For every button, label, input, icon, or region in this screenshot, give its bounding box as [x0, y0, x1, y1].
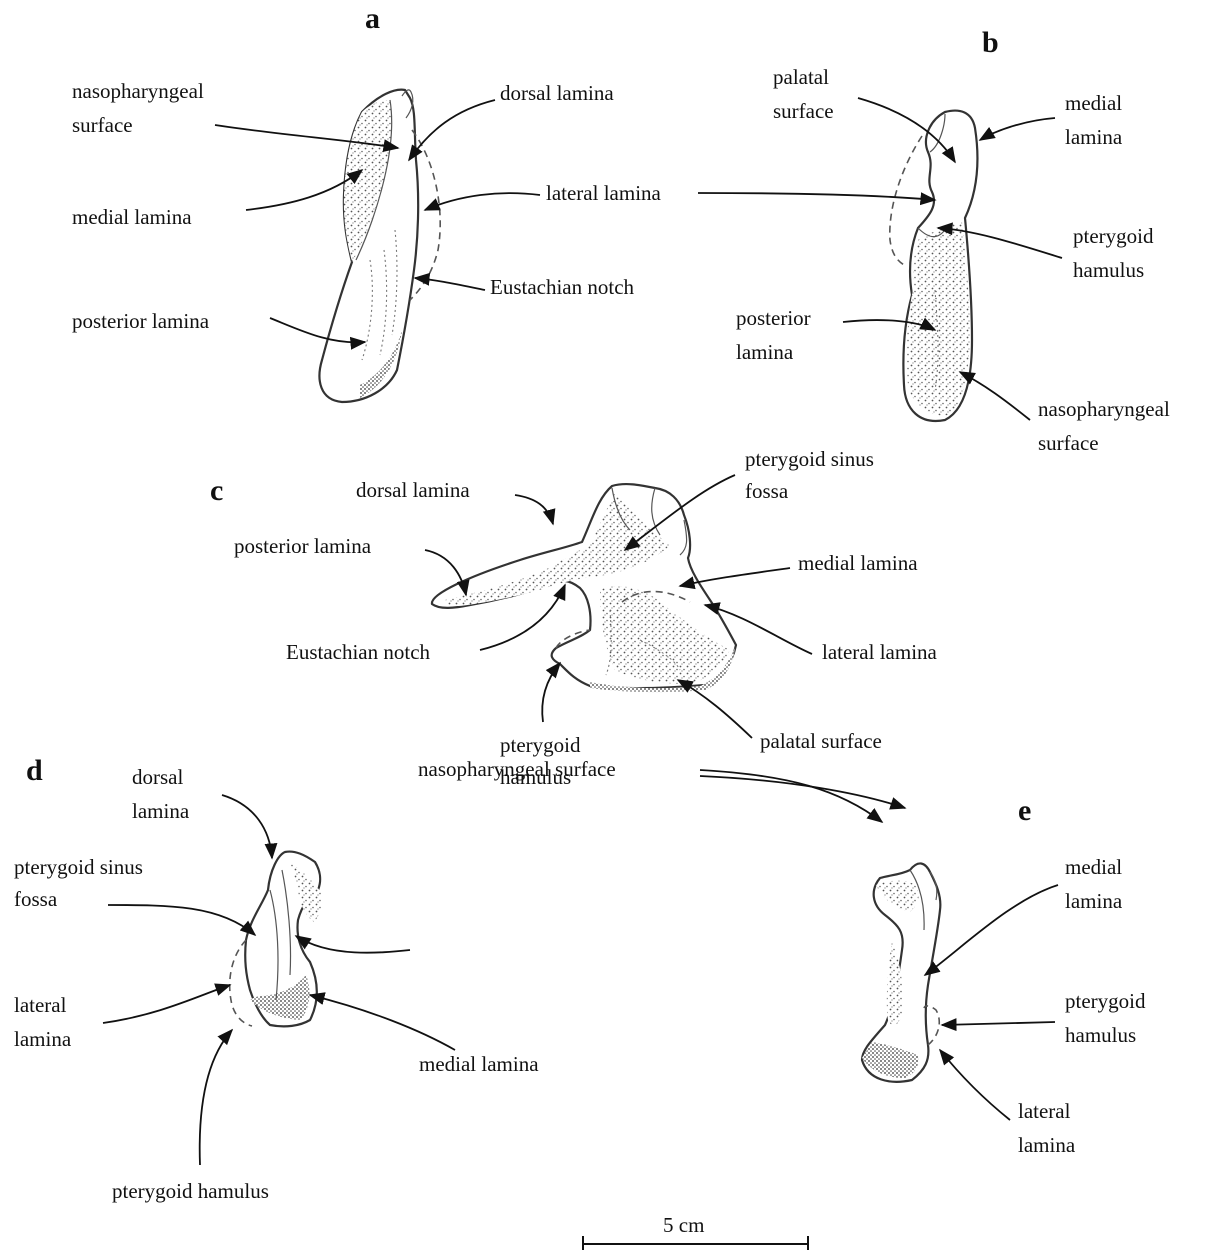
label-b-medial-lamina-line1: medial: [1065, 91, 1122, 115]
label-a-lateral-lamina: lateral lamina: [546, 181, 662, 205]
bone-a-drawing: [319, 90, 440, 402]
label-c-pterygoid-sinus-fossa-line2: fossa: [745, 479, 789, 503]
label-b-pterygoid-hamulus-line1: pterygoid: [1073, 224, 1154, 248]
label-a-dorsal-lamina: dorsal lamina: [500, 81, 614, 105]
label-c-posterior-lamina: posterior lamina: [234, 534, 372, 558]
label-a-eustachian-notch: Eustachian notch: [490, 275, 635, 299]
bone-c-drawing: [432, 484, 736, 692]
label-d-pterygoid-hamulus: pterygoid hamulus: [112, 1179, 269, 1203]
label-b-medial-lamina: medial lamina: [1065, 91, 1127, 149]
scale-bar-label: 5 cm: [663, 1213, 704, 1237]
label-c-palatal-surface: palatal surface: [760, 729, 882, 753]
panel-b: b palatal surface medial lamina pterygoi…: [698, 26, 1175, 455]
arrow-d-pterygoid-sinus-fossa: [108, 905, 255, 935]
arrow-d-lateral-lamina: [103, 985, 230, 1023]
arrow-d-nasopharyngeal-surface: [296, 936, 410, 953]
label-b-palatal-surface: palatal surface: [773, 65, 834, 123]
label-d-dorsal-lamina-line2: lamina: [132, 799, 190, 823]
label-a-medial-lamina: medial lamina: [72, 205, 192, 229]
arrow-a-lateral-lamina: [425, 193, 540, 210]
label-c-lateral-lamina: lateral lamina: [822, 640, 938, 664]
label-d-lateral-lamina-line2: lamina: [14, 1027, 72, 1051]
label-b-medial-lamina-line2: lamina: [1065, 125, 1123, 149]
panel-label-c: c: [210, 474, 223, 507]
label-e-pterygoid-hamulus-line1: pterygoid: [1065, 989, 1146, 1013]
label-c-eustachian-notch: Eustachian notch: [286, 640, 431, 664]
label-d-lateral-lamina: lateral lamina: [14, 993, 72, 1051]
label-e-lateral-lamina-line2: lamina: [1018, 1133, 1076, 1157]
panel-d: d dorsal lamina pterygoid sinus fossa na…: [14, 754, 616, 1203]
label-d-dorsal-lamina: dorsal lamina: [132, 765, 190, 823]
label-e-medial-lamina: medial lamina: [1065, 855, 1127, 913]
label-e-pterygoid-hamulus-line2: hamulus: [1065, 1023, 1136, 1047]
label-d-dorsal-lamina-line1: dorsal: [132, 765, 183, 789]
label-d-pterygoid-sinus-fossa-line1: pterygoid sinus: [14, 855, 143, 879]
label-b-nasopharyngeal-surface-line1: nasopharyngeal: [1038, 397, 1170, 421]
label-b-posterior-lamina-line1: posterior: [736, 306, 811, 330]
label-b-palatal-surface-line2: surface: [773, 99, 834, 123]
label-b-pterygoid-hamulus-line2: hamulus: [1073, 258, 1144, 282]
panel-label-e: e: [1018, 794, 1031, 827]
arrow-d-dorsal-lamina: [222, 795, 272, 858]
arrow-b-nasopharyngeal-surface: [960, 372, 1030, 420]
label-a-nasopharyngeal-surface-line2: surface: [72, 113, 133, 137]
panel-c: c dorsal lamina pterygoid sinus fossa po…: [210, 447, 938, 789]
label-d-pterygoid-sinus-fossa: pterygoid sinus fossa: [14, 855, 148, 911]
label-d-pterygoid-sinus-fossa-line2: fossa: [14, 887, 58, 911]
label-a-nasopharyngeal-surface: nasopharyngeal surface: [72, 79, 209, 137]
label-b-palatal-surface-line1: palatal: [773, 65, 829, 89]
arrow-b-lateral-lamina: [698, 193, 935, 200]
label-b-pterygoid-hamulus: pterygoid hamulus: [1073, 224, 1159, 282]
scale-bar: 5 cm: [583, 1213, 808, 1250]
arrow-e-lateral-lamina: [940, 1050, 1010, 1120]
panel-e: e medial lamina pterygoid hamulus latera…: [862, 794, 1151, 1157]
label-e-pterygoid-hamulus: pterygoid hamulus: [1065, 989, 1151, 1047]
panel-a: a nasopharyngeal surface dorsal lamina l…: [72, 2, 662, 402]
label-b-nasopharyngeal-surface-line2: surface: [1038, 431, 1099, 455]
arrow-a-dorsal-lamina: [409, 100, 495, 160]
label-c-pterygoid-sinus-fossa-line1: pterygoid sinus: [745, 447, 874, 471]
label-c-pterygoid-sinus-fossa: pterygoid sinus fossa: [745, 447, 879, 503]
panel-label-b: b: [982, 26, 999, 59]
arrow-c-pterygoid-hamulus: [542, 663, 560, 722]
panel-label-a: a: [365, 2, 380, 35]
label-d-medial-lamina: medial lamina: [419, 1052, 539, 1076]
label-c-medial-lamina: medial lamina: [798, 551, 918, 575]
label-e-lateral-lamina-line1: lateral: [1018, 1099, 1071, 1123]
arrow-b-medial-lamina: [980, 118, 1055, 140]
label-a-posterior-lamina: posterior lamina: [72, 309, 210, 333]
label-shared-nasopharyngeal-surface: nasopharyngeal surface: [418, 757, 616, 781]
arrow-a-eustachian-notch: [415, 278, 485, 290]
label-d-lateral-lamina-line1: lateral: [14, 993, 67, 1017]
arrow-e-pterygoid-hamulus: [942, 1022, 1055, 1025]
bone-d-drawing: [230, 852, 323, 1027]
panel-label-d: d: [26, 754, 43, 787]
label-b-posterior-lamina-line2: lamina: [736, 340, 794, 364]
label-e-medial-lamina-line2: lamina: [1065, 889, 1123, 913]
arrow-c-dorsal-lamina: [515, 495, 553, 524]
label-c-dorsal-lamina: dorsal lamina: [356, 478, 470, 502]
label-b-nasopharyngeal-surface: nasopharyngeal surface: [1038, 397, 1175, 455]
label-c-pterygoid-hamulus-line1: pterygoid: [500, 733, 581, 757]
arrow-d-medial-lamina: [310, 995, 455, 1050]
label-a-nasopharyngeal-surface-line1: nasopharyngeal: [72, 79, 204, 103]
label-b-posterior-lamina: posterior lamina: [736, 306, 816, 364]
label-e-lateral-lamina: lateral lamina: [1018, 1099, 1076, 1157]
label-e-medial-lamina-line1: medial: [1065, 855, 1122, 879]
arrow-d-pterygoid-hamulus: [200, 1030, 232, 1165]
arrow-e-nasopharyngeal-surface-upper: [700, 776, 905, 808]
arrow-e-medial-lamina: [925, 885, 1058, 975]
